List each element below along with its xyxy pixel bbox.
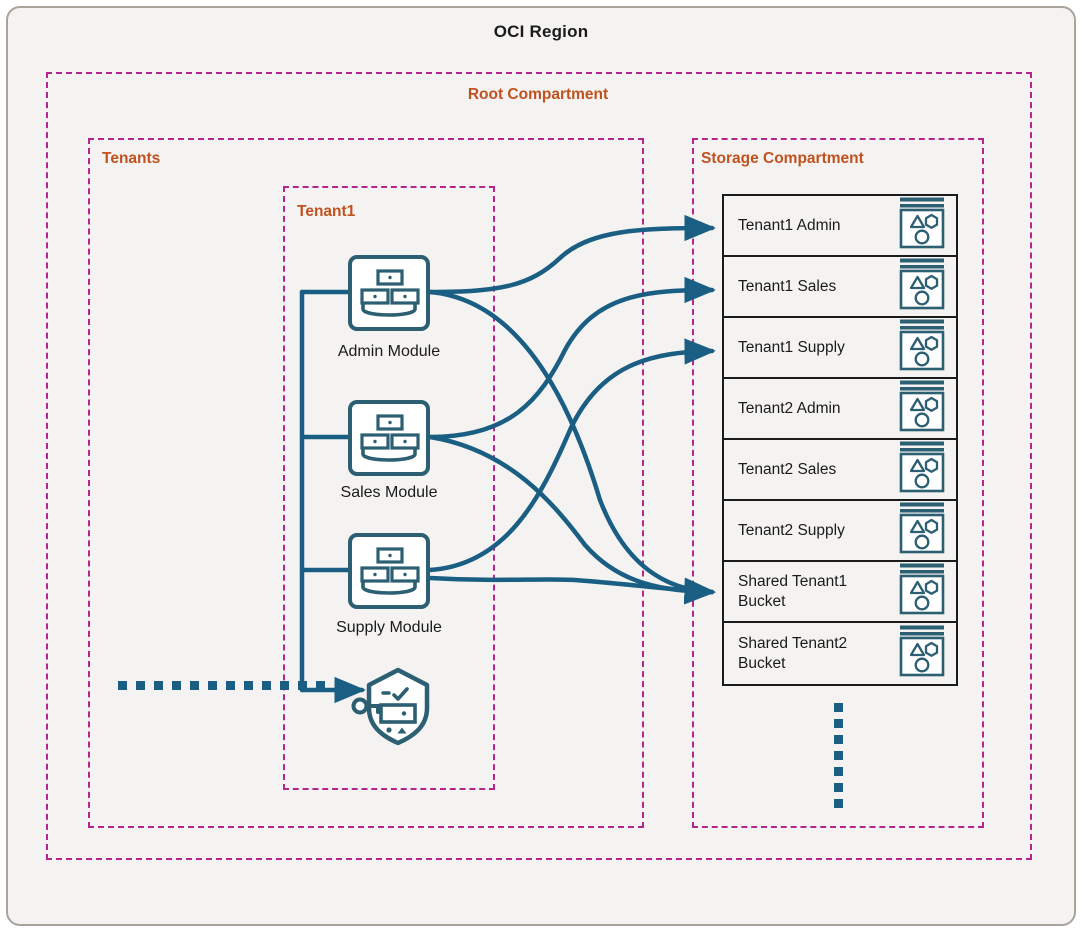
bucket-list: Tenant1 Admin Tenant1 Sales [722,194,958,686]
bucket-row[interactable]: Tenant1 Supply [724,318,956,379]
storage-compartment-label: Storage Compartment [701,150,864,167]
tenants-more-ellipsis [118,681,325,690]
page-title: OCI Region [493,22,589,41]
object-storage-bucket-icon [896,624,948,683]
tenants-compartment-label: Tenants [102,150,161,167]
bucket-row[interactable]: Shared Tenant2 Bucket [724,623,956,684]
sales-module-label: Sales Module [340,484,438,501]
admin-module-icon[interactable] [347,254,431,332]
object-storage-bucket-icon [896,440,948,499]
supply-module-icon[interactable] [347,532,431,610]
bucket-label: Shared Tenant1 Bucket [738,573,848,610]
supply-module-label: Supply Module [336,619,442,636]
sales-module-icon[interactable] [347,399,431,477]
module-icon [348,400,430,476]
object-storage-bucket-icon [896,379,948,438]
root-compartment-box [46,72,1032,860]
bucket-label: Tenant1 Admin [738,216,841,234]
object-storage-bucket-icon [896,318,948,377]
vault-shield-key-icon[interactable] [348,664,438,748]
bucket-label: Tenant2 Admin [738,399,841,417]
object-storage-bucket-icon [896,257,948,316]
bucket-row[interactable]: Tenant1 Admin [724,196,956,257]
bucket-label: Shared Tenant2 Bucket [738,635,848,672]
object-storage-bucket-icon [896,196,948,255]
bucket-row[interactable]: Tenant2 Admin [724,379,956,440]
object-storage-bucket-icon [896,501,948,560]
object-storage-bucket-icon [896,562,948,621]
root-compartment-label: Root Compartment [467,86,609,103]
bucket-label: Tenant2 Sales [738,460,837,478]
bucket-label: Tenant1 Supply [738,338,845,356]
bucket-label: Tenant1 Sales [738,277,837,295]
bucket-row[interactable]: Shared Tenant1 Bucket [724,562,956,623]
bucket-label: Tenant2 Supply [738,521,845,539]
tenant1-compartment-label: Tenant1 [297,203,356,220]
bucket-row[interactable]: Tenant2 Supply [724,501,956,562]
shield-key-icon [351,667,430,746]
module-icon [348,255,430,331]
module-icon [348,533,430,609]
bucket-row[interactable]: Tenant2 Sales [724,440,956,501]
admin-module-label: Admin Module [337,343,441,360]
bucket-row[interactable]: Tenant1 Sales [724,257,956,318]
buckets-more-ellipsis [834,703,843,808]
